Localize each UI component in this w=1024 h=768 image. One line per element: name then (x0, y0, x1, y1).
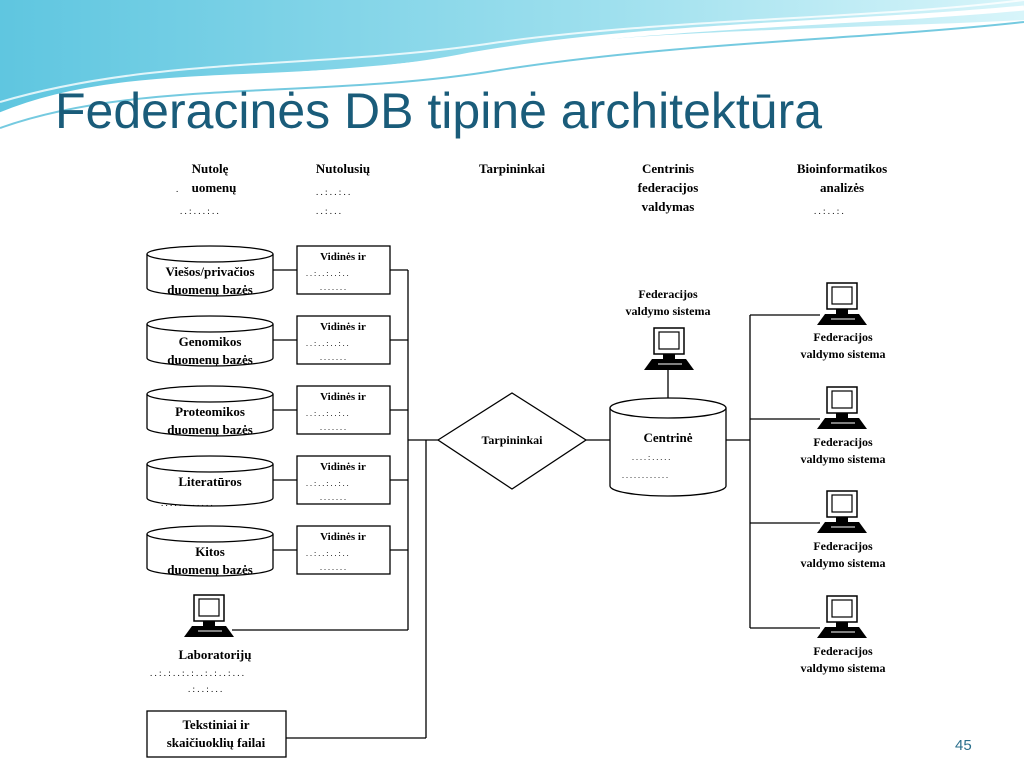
source-db-label-line1: Proteomikos (175, 404, 245, 419)
source-db-label-line2: duomenų bazės (167, 352, 253, 367)
central-database: Centrinė . . . . : . . . . . . . . . . .… (609, 397, 727, 497)
central-db-label: Centrinė (643, 430, 692, 445)
header-middleware: Tarpininkai (479, 161, 545, 176)
wrapper-label: Vidinės ir (320, 321, 366, 333)
slide-title: Federacinės DB tipinė architektūra (55, 83, 823, 139)
wrapper-label: Vidinės ir (320, 461, 366, 473)
wrapper-box: Vidinės ir . . : . . : . . : . . . . . .… (296, 525, 391, 575)
source-db-literature: Literatūros . . . . . . . . . . . . (146, 455, 274, 508)
header-wave-banner (0, 0, 1024, 129)
wrapper-box: Vidinės ir . . : . . : . . : . . . . . .… (296, 385, 391, 435)
svg-text:. . : . . : .: . . : . . : . (814, 206, 844, 216)
wrapper-label: Vidinės ir (320, 391, 366, 403)
svg-text:. . : . . .: . . : . . . (316, 206, 341, 216)
header-bio-line2: analizės (820, 180, 864, 195)
client-computer: Federacijos valdymo sistema (801, 282, 886, 361)
wrapper-box: Vidinės ir . . : . . : . . : . . . . . .… (296, 245, 391, 295)
client-computer: Federacijos valdymo sistema (801, 595, 886, 675)
files-box: Tekstiniai ir skaičiuoklių failai (146, 710, 287, 758)
central-federation-system: Federacijos valdymo sistema (626, 287, 711, 398)
svg-text:. . . . . . .: . . . . . . . (320, 563, 346, 572)
svg-text:. . : . . : . . : . .: . . : . . : . . : . . (306, 549, 349, 558)
client-label-line2: valdymo sistema (801, 661, 886, 675)
client-label-line2: valdymo sistema (801, 556, 886, 570)
source-db-label-line2: duomenų bazės (167, 562, 253, 577)
svg-text:.: . (176, 184, 178, 194)
header-remote-line1: Nutolę (192, 161, 229, 176)
source-db-genomics: Genomikos duomenų bazės (146, 315, 274, 367)
client-computer: Federacijos valdymo sistema (801, 386, 886, 466)
svg-text:. . . . . . .: . . . . . . . (320, 423, 346, 432)
client-label-line1: Federacijos (813, 435, 873, 449)
source-db-public: Viešos/privačios duomenų bazės (146, 245, 274, 297)
client-computer: Federacijos valdymo sistema (801, 490, 886, 570)
laboratory-computer: Laboratorijų . . : . : . . : . : . . : .… (150, 594, 252, 694)
source-db-label-line2: duomenų bazės (167, 422, 253, 437)
header-nutolusiu: Nutolusių (316, 161, 370, 176)
source-db-label-line1: Viešos/privačios (165, 264, 254, 279)
source-db-label-line2: duomenų bazės (167, 282, 253, 297)
client-label-line1: Federacijos (813, 539, 873, 553)
svg-text:. . . . . . . . . . . .: . . . . . . . . . . . . (622, 471, 668, 480)
wrapper-box: Vidinės ir . . : . . : . . : . . . . . .… (296, 315, 391, 365)
central-top-line1: Federacijos (638, 287, 698, 301)
client-label-line2: valdymo sistema (801, 347, 886, 361)
svg-text:. . : . : . . : . : . . : . :: . . : . : . . : . : . . : . : . . : . . … (150, 668, 244, 678)
files-box-line2: skaičiuoklių failai (167, 735, 266, 750)
svg-text:. . . . . . . . . . . .: . . . . . . . . . . . . (161, 498, 213, 508)
page-number: 45 (955, 737, 972, 754)
svg-text:. . . . . . .: . . . . . . . (320, 283, 346, 292)
central-top-line2: valdymo sistema (626, 304, 711, 318)
svg-text:. . : . . : . . : . .: . . : . . : . . : . . (306, 409, 349, 418)
svg-text:. . : . . : . . : . .: . . : . . : . . : . . (306, 479, 349, 488)
middleware-label: Tarpininkai (482, 433, 544, 447)
header-central-line1: Centrinis (642, 161, 694, 176)
source-db-other: Kitos duomenų bazės (146, 525, 274, 577)
lab-label: Laboratorijų (179, 647, 252, 662)
source-db-label-line1: Kitos (195, 544, 225, 559)
svg-text:. . : . . : . .: . . : . . : . . (316, 187, 350, 197)
svg-text:. . . . : . . . . .: . . . . : . . . . . (632, 453, 670, 462)
client-label-line1: Federacijos (813, 644, 873, 658)
files-box-line1: Tekstiniai ir (182, 717, 249, 732)
source-db-label-line1: Literatūros (178, 474, 241, 489)
svg-text:. . : . . . : . .: . . : . . . : . . (180, 206, 219, 216)
header-central-line2: federacijos (638, 180, 699, 195)
svg-text:. : . . : . . .: . : . . : . . . (188, 684, 222, 694)
source-db-proteomics: Proteomikos duomenų bazės (146, 385, 274, 437)
client-label-line1: Federacijos (813, 330, 873, 344)
wrapper-label: Vidinės ir (320, 251, 366, 263)
client-label-line2: valdymo sistema (801, 452, 886, 466)
svg-text:. . : . . : . . : . .: . . : . . : . . : . . (306, 339, 349, 348)
header-central-line3: valdymas (642, 199, 695, 214)
source-db-label-line1: Genomikos (179, 334, 242, 349)
header-remote-line2: uomenų (192, 180, 237, 195)
svg-text:. . . . . . .: . . . . . . . (320, 493, 346, 502)
wrapper-box: Vidinės ir . . : . . : . . : . . . . . .… (296, 455, 391, 505)
header-bio-line1: Bioinformatikos (797, 161, 887, 176)
wrapper-label: Vidinės ir (320, 531, 366, 543)
svg-text:. . : . . : . . : . .: . . : . . : . . : . . (306, 269, 349, 278)
svg-text:. . . . . . .: . . . . . . . (320, 353, 346, 362)
